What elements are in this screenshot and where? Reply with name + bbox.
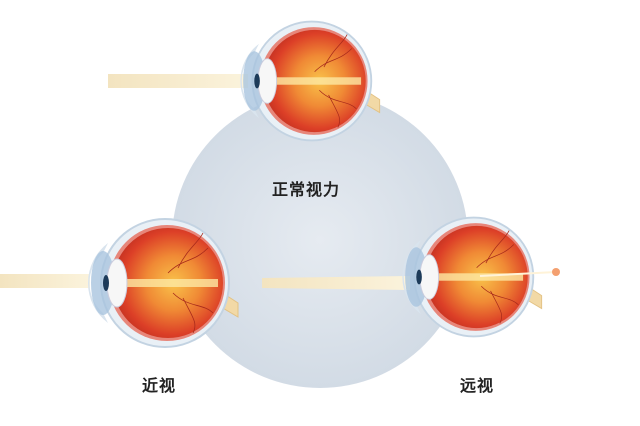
light-beam-normal	[108, 74, 248, 88]
light-beam-myopia	[0, 274, 90, 288]
background-disc	[172, 92, 468, 388]
label-myopia: 近视	[142, 376, 177, 395]
focal-point	[552, 268, 560, 276]
label-normal-vision: 正常视力	[272, 180, 341, 199]
focus-ray	[479, 271, 557, 277]
light-beam-hyperopia	[262, 276, 410, 290]
label-hyperopia: 远视	[460, 376, 495, 395]
